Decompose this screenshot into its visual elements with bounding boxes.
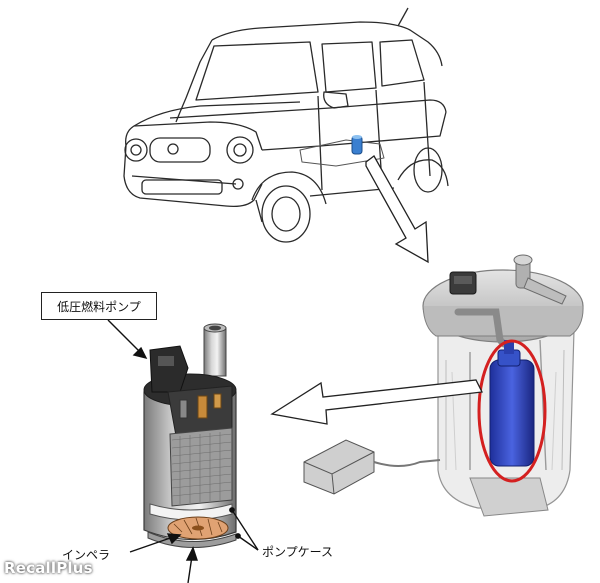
fuel-pump-location-marker — [351, 135, 363, 155]
fuel-filter-box — [303, 439, 441, 495]
callout-leaders — [107, 319, 259, 583]
pump-case-label: ポンプケース — [262, 545, 334, 559]
arrow-module-to-pump — [270, 379, 483, 425]
impeller-label: インペラ — [62, 548, 111, 562]
arrow-car-to-module — [365, 155, 429, 264]
watermark: RecallPlus — [4, 559, 93, 577]
pump-name-label: 低圧燃料ポンプ — [41, 292, 157, 320]
fuel-pump-module — [422, 254, 584, 517]
pump-cutaway — [143, 323, 237, 548]
